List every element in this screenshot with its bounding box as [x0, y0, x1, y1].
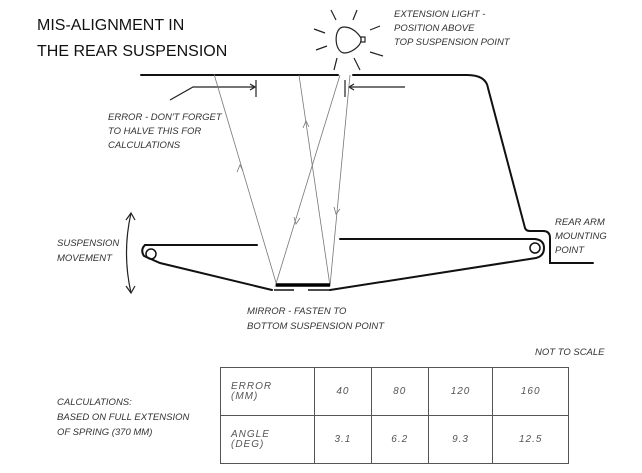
table-cell: 6.2 [370, 415, 429, 464]
title-line-1: MIS-ALIGNMENT IN [37, 17, 184, 34]
table-cell: 9.3 [427, 415, 494, 464]
title-line-2: THE REAR SUSPENSION [37, 43, 227, 60]
light-label-2: POSITION ABOVE [394, 23, 475, 34]
header-line: ERROR [231, 380, 273, 392]
arrow-down-icon [293, 216, 301, 225]
arrow-up-icon [302, 120, 310, 129]
movement-label-1: SUSPENSION [57, 238, 119, 249]
header-line: ANGLE [231, 428, 270, 440]
light-bulb-icon [313, 9, 384, 71]
arrow-down-icon [333, 206, 341, 215]
not-to-scale-label: NOT TO SCALE [535, 347, 605, 358]
header-unit: (MM) [231, 390, 259, 402]
rear-arm [141, 238, 546, 291]
pivot-left-icon [145, 248, 157, 260]
row-header: ERROR(MM) [220, 367, 315, 416]
error-marker [169, 80, 405, 101]
mirror-label-2: BOTTOM SUSPENSION POINT [247, 321, 385, 332]
row-header: ANGLE(DEG) [220, 415, 315, 464]
table-cell: 160 [492, 367, 569, 416]
error-label-3: CALCULATIONS [108, 140, 181, 151]
calculations-note-2: OF SPRING (370 MM) [57, 427, 152, 438]
mirror-label-1: MIRROR - FASTEN TO [247, 306, 347, 317]
rear-arm-label-3: POINT [555, 245, 585, 256]
error-label-2: TO HALVE THIS FOR [108, 126, 201, 137]
error-label-1: ERROR - DON'T FORGET [108, 112, 223, 123]
header-unit: (DEG) [231, 438, 265, 450]
calculations-note-1: BASED ON FULL EXTENSION [57, 412, 189, 423]
movement-label-2: MOVEMENT [57, 253, 113, 264]
table-cell: 80 [370, 367, 429, 416]
frame-outline [140, 74, 594, 264]
error-angle-table: ERROR(MM) 40 80 120 160 ANGLE(DEG) 3.1 6… [220, 367, 569, 464]
arrow-up-icon [236, 164, 244, 173]
table-row-error: ERROR(MM) 40 80 120 160 [220, 367, 569, 416]
rear-arm-label-1: REAR ARM [555, 217, 605, 228]
light-label-3: TOP SUSPENSION POINT [394, 37, 511, 48]
light-label-1: EXTENSION LIGHT - [394, 9, 485, 20]
rear-arm-label-2: MOUNTING [555, 231, 607, 242]
light-rays [213, 73, 351, 288]
table-cell: 40 [314, 367, 372, 416]
suspension-movement-arrow-icon [125, 211, 136, 295]
table-cell: 12.5 [492, 415, 569, 464]
calculations-heading: CALCULATIONS: [57, 397, 132, 408]
pivot-right-icon [529, 242, 541, 254]
table-cell: 3.1 [314, 415, 372, 464]
table-row-angle: ANGLE(DEG) 3.1 6.2 9.3 12.5 [220, 415, 569, 464]
table-cell: 120 [427, 367, 494, 416]
